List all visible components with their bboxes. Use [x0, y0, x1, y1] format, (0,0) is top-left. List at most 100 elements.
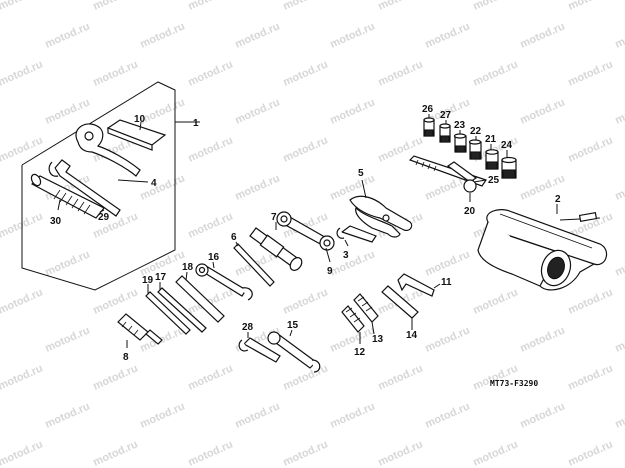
watermark-text-45: motod.ru	[328, 96, 376, 126]
watermark-text-90: motod.ru	[43, 324, 91, 354]
part-19-bit	[145, 291, 191, 335]
watermark-text-78: motod.ru	[423, 248, 471, 278]
watermark-text-39: motod.ru	[471, 58, 519, 88]
callout-8: 8	[123, 352, 129, 363]
callout-28: 28	[242, 322, 254, 333]
part-14-tool	[381, 285, 419, 319]
watermark-text-115: motod.ru	[91, 438, 139, 468]
part-29-wrench	[48, 159, 121, 217]
part-15-wrench	[267, 331, 321, 373]
watermark-text-22: motod.ru	[376, 0, 424, 13]
watermark-text-30: motod.ru	[423, 20, 471, 50]
watermark-text-77: motod.ru	[328, 248, 376, 278]
watermark-text-23: motod.ru	[471, 0, 519, 13]
watermark-text-114: motod.ru	[0, 438, 45, 468]
watermark-text-48: motod.ru	[613, 96, 625, 126]
watermark-text-80: motod.ru	[613, 248, 625, 278]
callout-20: 20	[464, 206, 476, 217]
watermark-text-18: motod.ru	[0, 0, 45, 13]
kit-group-box	[21, 81, 200, 291]
watermark-text-26: motod.ru	[43, 20, 91, 50]
watermark-text-104: motod.ru	[566, 362, 614, 392]
part-18-screwdriver	[175, 275, 225, 323]
part-8-screwdriver	[117, 313, 163, 345]
callout-1: 1	[193, 118, 199, 129]
callout-25: 25	[488, 175, 500, 186]
watermark-text-107: motod.ru	[138, 400, 186, 430]
watermark-text-38: motod.ru	[376, 58, 424, 88]
watermark-text-116: motod.ru	[186, 438, 234, 468]
watermark-text-93: motod.ru	[328, 324, 376, 354]
callout-21: 21	[485, 134, 497, 145]
watermark-text-119: motod.ru	[471, 438, 519, 468]
part-9-ring-wrench	[276, 211, 335, 251]
watermark-text-19: motod.ru	[91, 0, 139, 13]
part-24-socket	[501, 156, 517, 179]
watermark-text-36: motod.ru	[186, 58, 234, 88]
watermark-text-118: motod.ru	[376, 438, 424, 468]
callout-4: 4	[151, 178, 157, 189]
watermark-text-87: motod.ru	[471, 286, 519, 316]
part-26-socket	[423, 117, 435, 137]
drawing-code: MT73-F3290	[490, 379, 538, 388]
watermark-text-29: motod.ru	[328, 20, 376, 50]
part-3-wrench	[336, 225, 377, 243]
part-22-socket	[468, 139, 482, 160]
watermark-text-59: motod.ru	[138, 172, 186, 202]
part-17-screwdriver	[157, 287, 207, 333]
watermark-text-112: motod.ru	[613, 400, 625, 430]
watermark-text-91: motod.ru	[138, 324, 186, 354]
watermark-text-74: motod.ru	[43, 248, 91, 278]
watermark-text-101: motod.ru	[281, 362, 329, 392]
part-5-pliers	[349, 195, 413, 238]
callout-17: 17	[155, 272, 167, 283]
watermark-text-31: motod.ru	[518, 20, 566, 50]
watermark-text-111: motod.ru	[518, 400, 566, 430]
part-7-plug-wrench	[249, 227, 303, 271]
watermark-text-103: motod.ru	[471, 362, 519, 392]
callout-23: 23	[454, 120, 466, 131]
leader-lines	[57, 114, 558, 348]
callout-labels: 1 2 3 4 5 6 7 8 9 10 11 12 13 14 15 16 1…	[50, 104, 561, 363]
watermark-text-99: motod.ru	[91, 362, 139, 392]
part-28-wrench	[238, 337, 281, 363]
watermark-text-40: motod.ru	[566, 58, 614, 88]
part-23-socket	[453, 133, 467, 153]
callout-16: 16	[208, 252, 220, 263]
watermark-text-68: motod.ru	[186, 210, 234, 240]
watermark-text-106: motod.ru	[43, 400, 91, 430]
part-27-socket	[439, 123, 451, 143]
part-6-handle-bar	[233, 243, 275, 287]
watermark-text-100: motod.ru	[186, 362, 234, 392]
part-4-pin-spanner	[75, 123, 141, 177]
callout-18: 18	[182, 262, 194, 273]
callout-29: 29	[98, 212, 110, 223]
part-20-ratchet	[446, 161, 478, 193]
watermark-text-35: motod.ru	[91, 58, 139, 88]
watermark-text-120: motod.ru	[566, 438, 614, 468]
callout-30: 30	[50, 216, 62, 227]
socket-set	[423, 117, 517, 179]
watermark-text-83: motod.ru	[91, 286, 139, 316]
watermark-text-102: motod.ru	[376, 362, 424, 392]
watermark-text-32: motod.ru	[613, 20, 625, 50]
watermark-text-34: motod.ru	[0, 58, 45, 88]
part-11-hex-key	[397, 273, 435, 297]
watermark-text-37: motod.ru	[281, 58, 329, 88]
callout-26: 26	[422, 104, 434, 115]
watermark-text-56: motod.ru	[566, 134, 614, 164]
watermark-text-96: motod.ru	[613, 324, 625, 354]
callout-12: 12	[354, 347, 366, 358]
callout-5: 5	[358, 168, 364, 179]
watermark-text-110: motod.ru	[423, 400, 471, 430]
watermark-text-21: motod.ru	[281, 0, 329, 13]
watermark-text-109: motod.ru	[328, 400, 376, 430]
callout-13: 13	[372, 334, 384, 345]
callout-15: 15	[287, 320, 299, 331]
watermark-text-24: motod.ru	[566, 0, 614, 13]
watermark-text-85: motod.ru	[281, 286, 329, 316]
callout-24: 24	[501, 140, 513, 151]
watermark-text-117: motod.ru	[281, 438, 329, 468]
callout-7: 7	[271, 212, 277, 223]
watermark-text-27: motod.ru	[138, 20, 186, 50]
